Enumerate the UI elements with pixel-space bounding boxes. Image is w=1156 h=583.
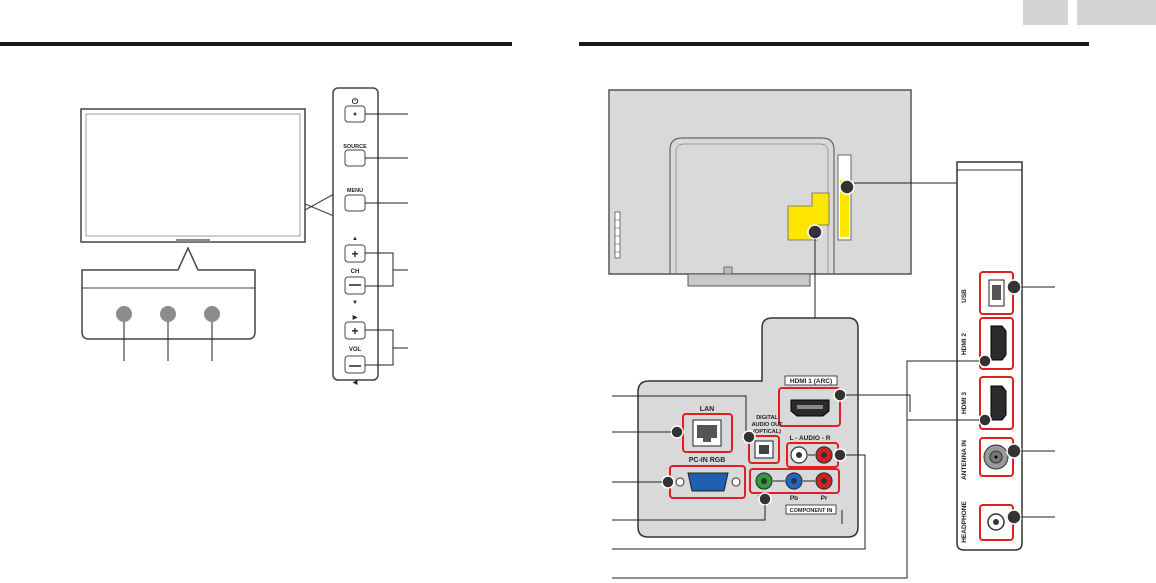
menu-label: MENU bbox=[347, 188, 363, 194]
rear-jack-panel: HDMI 1 (ARC) LAN DIGITAL AUDIO OUT (OPTI… bbox=[637, 317, 859, 538]
infrared-sensor-icon bbox=[160, 306, 176, 322]
svg-text:+: + bbox=[351, 324, 358, 338]
hdmi1-label: HDMI 1 (ARC) bbox=[790, 378, 832, 385]
side-jack-area-highlight bbox=[840, 180, 849, 237]
side-control-panel: ⏻ SOURCE MENU ▲ + CH ▼ ▶ + VOL ◀ bbox=[332, 87, 408, 386]
digital-audio-label-line1: DIGITAL bbox=[756, 415, 778, 421]
hdmi3-label: HDMI 3 bbox=[961, 392, 968, 414]
component-highlight bbox=[749, 468, 840, 494]
vol-label: VOL bbox=[349, 347, 362, 353]
left-section-rule bbox=[0, 42, 512, 46]
pb-label: Pb bbox=[790, 495, 798, 502]
digital-audio-highlight bbox=[748, 435, 780, 464]
ch-label: CH bbox=[351, 269, 360, 275]
usb-label: USB bbox=[961, 289, 968, 303]
side-jack-panel: USB HDMI 2 HDMI 3 ANTENNA IN HEADPHONE bbox=[612, 161, 1055, 579]
antenna-label: ANTENNA IN bbox=[961, 440, 968, 480]
pc-in-label: PC-IN RGB bbox=[689, 457, 726, 464]
vol-down-arrow: ◀ bbox=[352, 379, 358, 386]
vol-up-arrow: ▶ bbox=[352, 314, 358, 321]
pr-label: Pr bbox=[821, 495, 828, 502]
hdmi2-highlight bbox=[979, 317, 1014, 370]
rear-callout-lines bbox=[612, 394, 911, 550]
tv-front-illustration bbox=[80, 108, 335, 243]
front-sensor-zoom bbox=[81, 246, 256, 361]
power-indicator-icon bbox=[116, 306, 132, 322]
tv-rear-illustration bbox=[608, 89, 957, 318]
menu-button[interactable] bbox=[344, 194, 366, 212]
lan-label: LAN bbox=[700, 406, 714, 413]
vga-port-icon[interactable] bbox=[687, 472, 729, 492]
source-label: SOURCE bbox=[343, 144, 367, 150]
hdmi3-port-icon[interactable] bbox=[990, 385, 1007, 421]
digital-audio-label-line3: (OPTICAL) bbox=[753, 429, 781, 435]
vol-down-button[interactable] bbox=[344, 355, 366, 374]
rear-jack-area-highlight bbox=[787, 192, 830, 241]
hdmi2-port-icon[interactable] bbox=[990, 325, 1007, 361]
ch-down-arrow: ▼ bbox=[352, 300, 358, 306]
component-label: COMPONENT IN bbox=[790, 508, 833, 514]
audio-lr-label: L - AUDIO - R bbox=[790, 435, 831, 442]
hdmi3-highlight bbox=[979, 376, 1014, 430]
svg-text:+: + bbox=[351, 247, 358, 261]
page-tab-2 bbox=[1077, 0, 1156, 25]
power-symbol: ⏻ bbox=[352, 97, 359, 106]
ch-up-arrow: ▲ bbox=[352, 236, 358, 242]
page-tab-1 bbox=[1023, 0, 1068, 25]
right-section-rule bbox=[579, 42, 1089, 46]
source-button[interactable] bbox=[344, 149, 366, 167]
hdmi2-label: HDMI 2 bbox=[961, 333, 968, 355]
digital-audio-label-line2: AUDIO OUT bbox=[752, 422, 784, 428]
hdmi1-highlight bbox=[778, 387, 841, 427]
headphone-label: HEADPHONE bbox=[961, 501, 968, 543]
light-sensor-icon bbox=[204, 306, 220, 322]
